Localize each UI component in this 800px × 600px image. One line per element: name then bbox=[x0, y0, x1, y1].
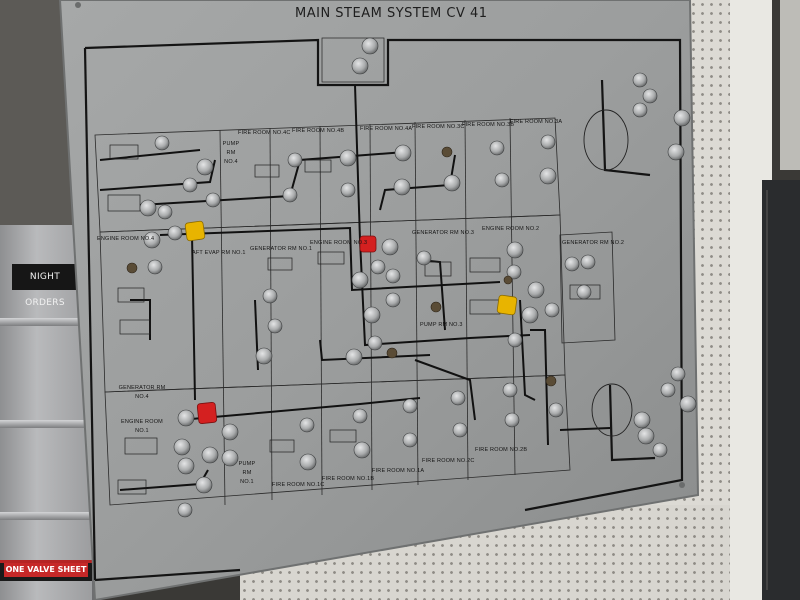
wall-corner bbox=[780, 0, 800, 170]
section-label: GENERATOR RM NO.2 bbox=[562, 240, 625, 246]
section-label: GENERATOR RM NO.3 bbox=[412, 230, 475, 236]
valve-sheet-label: ONE VALVE SHEET bbox=[4, 563, 88, 577]
section-label: FIRE ROOM NO.1C bbox=[272, 482, 325, 488]
rack-shelf bbox=[0, 512, 92, 520]
section-label: ENGINE ROOM NO.1 bbox=[121, 419, 163, 434]
section-label: PUMP RM NO.1 bbox=[238, 461, 256, 485]
section-label: PUMP RM NO.4 bbox=[222, 141, 240, 165]
section-label: ENGINE ROOM NO.3 bbox=[310, 240, 368, 246]
section-label: FIRE ROOM NO.1B bbox=[322, 476, 375, 482]
section-label: FIRE ROOM NO.3B bbox=[462, 122, 515, 128]
rack-shelf bbox=[0, 420, 92, 428]
section-label: AFT EVAP RM NO.1 bbox=[192, 250, 246, 256]
panel-title: MAIN STEAM SYSTEM CV 41 bbox=[295, 6, 488, 21]
section-label: FIRE ROOM NO.4C bbox=[238, 130, 291, 136]
section-label: GENERATOR RM NO.4 bbox=[118, 385, 166, 400]
section-label: FIRE ROOM NO.2C bbox=[422, 458, 475, 464]
rack-shelf bbox=[0, 318, 92, 326]
section-label: FIRE ROOM NO.4A bbox=[360, 126, 413, 132]
section-label: FIRE ROOM NO.2B bbox=[475, 447, 528, 453]
section-label: ENGINE ROOM NO.2 bbox=[482, 226, 540, 232]
section-label: FIRE ROOM NO.3C bbox=[412, 124, 465, 130]
section-label: GENERATOR RM NO.1 bbox=[250, 246, 313, 252]
section-label: FIRE ROOM NO.4B bbox=[292, 128, 345, 134]
night-orders-label: NIGHT ORDERS bbox=[12, 264, 78, 308]
section-label: ENGINE ROOM NO.4 bbox=[97, 236, 155, 242]
dark-cabinet bbox=[762, 180, 800, 600]
section-label: PUMP RM NO.3 bbox=[420, 322, 463, 328]
section-label: FIRE ROOM NO.3A bbox=[510, 119, 563, 125]
section-label: FIRE ROOM NO.1A bbox=[372, 468, 425, 474]
